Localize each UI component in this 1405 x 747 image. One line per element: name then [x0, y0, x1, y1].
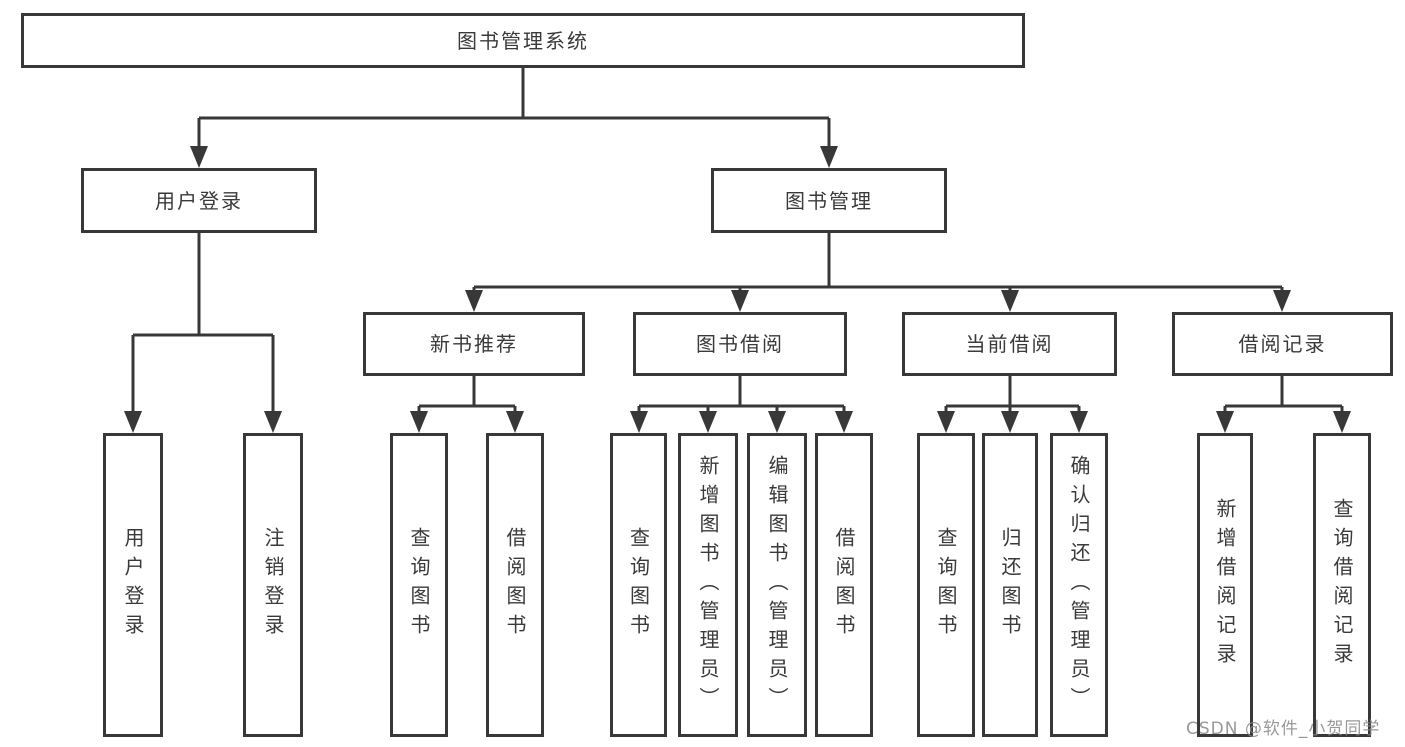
node-new-book-recommend-label: 新书推荐 — [430, 332, 518, 356]
leaf-nbr-query-books-label: 查询图书 — [407, 527, 431, 643]
leaf-cb-confirm-return-admin-label: 确认归还（管理员） — [1067, 454, 1091, 716]
node-book-management-label: 图书管理 — [785, 188, 873, 213]
leaf-bb-query-books: 查询图书 — [610, 433, 667, 737]
node-book-management: 图书管理 — [711, 168, 947, 233]
leaf-cb-query-books-label: 查询图书 — [934, 527, 958, 643]
leaf-bb-edit-books-admin: 编辑图书（管理员） — [747, 433, 807, 737]
leaf-br-add-record: 新增借阅记录 — [1197, 433, 1253, 737]
leaf-cb-confirm-return-admin: 确认归还（管理员） — [1050, 433, 1108, 737]
node-book-borrow-label: 图书借阅 — [696, 332, 784, 356]
node-root: 图书管理系统 — [21, 13, 1025, 68]
leaf-bb-borrow-books: 借阅图书 — [815, 433, 873, 737]
leaf-bb-borrow-books-label: 借阅图书 — [832, 527, 856, 643]
node-user-login: 用户登录 — [81, 168, 317, 233]
leaf-nbr-borrow-books-label: 借阅图书 — [503, 527, 527, 643]
node-current-borrow: 当前借阅 — [902, 312, 1117, 376]
node-user-login-label: 用户登录 — [155, 188, 243, 213]
leaf-br-query-record: 查询借阅记录 — [1313, 433, 1371, 737]
leaf-logout-label: 注销登录 — [261, 527, 285, 643]
leaf-bb-add-books-admin: 新增图书（管理员） — [678, 433, 738, 737]
leaf-user-login: 用户登录 — [103, 433, 163, 737]
node-current-borrow-label: 当前借阅 — [965, 332, 1054, 356]
node-borrow-records: 借阅记录 — [1172, 312, 1393, 376]
leaf-cb-query-books: 查询图书 — [917, 433, 975, 737]
node-new-book-recommend: 新书推荐 — [363, 312, 585, 376]
leaf-cb-return-books: 归还图书 — [982, 433, 1038, 737]
leaf-nbr-borrow-books: 借阅图书 — [486, 433, 544, 737]
leaf-bb-add-books-admin-label: 新增图书（管理员） — [696, 454, 720, 716]
leaf-bb-query-books-label: 查询图书 — [626, 527, 651, 643]
leaf-bb-edit-books-admin-label: 编辑图书（管理员） — [765, 454, 789, 716]
leaf-br-add-record-label: 新增借阅记录 — [1213, 498, 1237, 672]
leaf-logout: 注销登录 — [243, 433, 303, 737]
leaf-br-query-record-label: 查询借阅记录 — [1330, 498, 1354, 672]
node-book-borrow: 图书借阅 — [633, 312, 847, 376]
leaf-user-login-label: 用户登录 — [121, 527, 145, 643]
watermark: CSDN @软件_小贺同学 — [1186, 719, 1381, 739]
leaf-nbr-query-books: 查询图书 — [390, 433, 448, 737]
node-borrow-records-label: 借阅记录 — [1238, 332, 1327, 356]
leaf-cb-return-books-label: 归还图书 — [998, 527, 1022, 643]
node-root-label: 图书管理系统 — [457, 28, 589, 53]
